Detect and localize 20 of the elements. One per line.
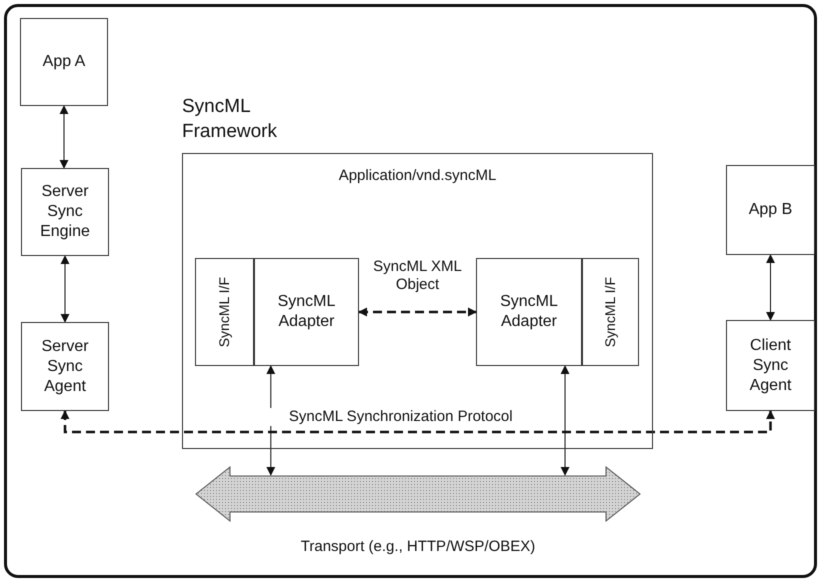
component-box: Client Sync Agent <box>726 320 815 411</box>
component-box: SyncML Adapter <box>476 258 582 366</box>
framework-heading: SyncML Framework <box>182 95 278 144</box>
edge-label: SyncML XML Object <box>372 258 464 294</box>
dashed-arrow <box>60 410 775 434</box>
transport-label: Transport (e.g., HTTP/WSP/OBEX) <box>300 537 536 557</box>
component-box: App A <box>20 18 108 106</box>
component-box: Server Sync Agent <box>21 322 109 411</box>
interface-box: SyncML I/F <box>582 258 639 366</box>
arrow <box>560 365 570 476</box>
arrow <box>766 254 775 321</box>
framework-caption: Application/vnd.syncML <box>338 166 498 186</box>
interface-box: SyncML I/F <box>195 258 254 366</box>
transport-arrow <box>195 466 641 522</box>
component-box: Server Sync Engine <box>21 168 109 256</box>
component-box: SyncML Adapter <box>254 258 359 366</box>
dashed-arrow <box>358 308 477 316</box>
arrow <box>60 255 70 323</box>
component-box: App B <box>726 165 815 255</box>
arrow <box>60 105 68 169</box>
